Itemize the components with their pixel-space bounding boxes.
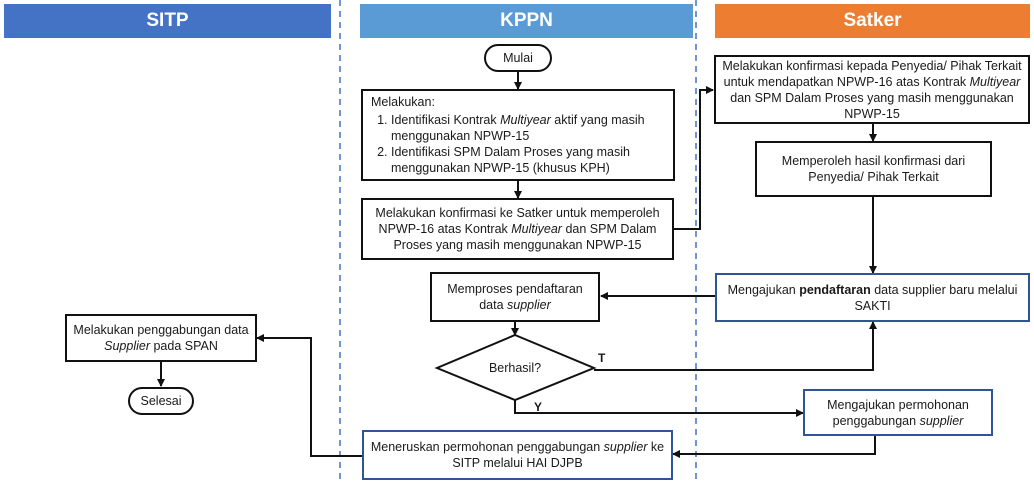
lane-header-kppn: KPPN xyxy=(360,4,693,38)
submit-registration-b: data supplier baru melalui SAKTI xyxy=(854,282,1018,313)
identify-content: Melakukan: Identifikasi Kontrak Multiyea… xyxy=(371,94,665,176)
lane-header-satker: Satker xyxy=(715,4,1030,38)
merge-data-b: pada SPAN xyxy=(150,339,218,353)
merge-data-box: Melakukan penggabungan data Supplier pad… xyxy=(65,314,257,362)
decision-berhasil-shape xyxy=(434,333,597,402)
confirm-kppn-b: dan SPM Dalam Proses yang masih mengguna… xyxy=(393,222,657,252)
identify-box: Melakukan: Identifikasi Kontrak Multiyea… xyxy=(361,89,675,181)
merge-data-em: Supplier xyxy=(104,339,150,353)
forward-a: Meneruskan permohonan penggabungan xyxy=(370,440,604,454)
confirm-satker-a: Melakukan konfirmasi kepada Penyedia/ Pi… xyxy=(722,58,1022,89)
start-node: Mulai xyxy=(484,44,552,72)
merge-request-box: Mengajukan permohonan penggabungan suppl… xyxy=(803,389,993,436)
process-supplier-text: Memproses pendaftaran data supplier xyxy=(438,281,592,313)
merge-request-a: Mengajukan permohonan penggabungan xyxy=(827,397,969,428)
end-label: Selesai xyxy=(140,394,182,408)
lane-title-kppn: KPPN xyxy=(500,10,553,31)
merge-data-a: Melakukan penggabungan data xyxy=(73,323,249,337)
edge-label-no: T xyxy=(598,351,606,365)
merge-request-em: supplier xyxy=(919,413,964,428)
lane-title-sitp: SITP xyxy=(146,10,189,31)
submit-registration-strong: pendaftaran xyxy=(799,282,871,297)
result-text: Memperoleh hasil konfirmasi dari Penyedi… xyxy=(781,154,966,184)
process-supplier-em: supplier xyxy=(507,298,551,312)
confirm-satker-em: Multiyear xyxy=(969,74,1021,89)
identify-item-2-text: Identifikasi SPM Dalam Proses yang masih… xyxy=(391,145,630,175)
merge-data-text: Melakukan penggabungan data Supplier pad… xyxy=(73,322,249,354)
confirm-satker-b: dan SPM Dalam Proses yang masih mengguna… xyxy=(730,90,1014,121)
edge-berhasil-no xyxy=(594,321,877,371)
confirm-kppn-a: Melakukan konfirmasi ke Satker untuk mem… xyxy=(375,206,660,236)
end-node: Selesai xyxy=(128,387,194,415)
forward-box: Meneruskan permohonan penggabungan suppl… xyxy=(362,430,673,480)
identify-item-1-em: Multiyear xyxy=(500,113,551,127)
edge-meneruskan-penggabungan xyxy=(256,334,362,457)
identify-list: Identifikasi Kontrak Multiyear aktif yan… xyxy=(371,112,665,176)
edge-berhasil-yes xyxy=(514,400,804,417)
edge-permohonan-meneruskan xyxy=(672,436,876,458)
decision-label: Berhasil? xyxy=(488,361,542,375)
confirm-satker-text: Melakukan konfirmasi kepada Penyedia/ Pi… xyxy=(722,58,1022,122)
process-supplier-a: Memproses pendaftaran data xyxy=(447,282,583,312)
identify-item-2: Identifikasi SPM Dalam Proses yang masih… xyxy=(391,144,665,176)
confirm-kppn-em: Multiyear xyxy=(511,222,562,236)
merge-request-text: Mengajukan permohonan penggabungan suppl… xyxy=(811,397,985,429)
identify-item-1-a: Identifikasi Kontrak xyxy=(391,113,501,127)
identify-item-1-b: aktif yang masih menggunakan NPWP-15 xyxy=(391,113,645,143)
submit-registration-box: Mengajukan pendaftaran data supplier bar… xyxy=(715,273,1030,322)
forward-text: Meneruskan permohonan penggabungan suppl… xyxy=(370,439,665,471)
identify-intro: Melakukan: xyxy=(371,95,435,109)
start-label: Mulai xyxy=(503,51,533,65)
lane-header-sitp: SITP xyxy=(4,4,331,38)
forward-em: supplier xyxy=(603,440,648,454)
edge-kppn-to-satker xyxy=(673,86,714,230)
identify-item-1: Identifikasi Kontrak Multiyear aktif yan… xyxy=(391,112,665,144)
confirm-kppn-box: Melakukan konfirmasi ke Satker untuk mem… xyxy=(361,198,674,260)
forward-b: ke SITP melalui HAI DJPB xyxy=(452,440,665,470)
lane-title-satker: Satker xyxy=(843,10,902,31)
confirm-kppn-text: Melakukan konfirmasi ke Satker untuk mem… xyxy=(369,205,666,253)
confirm-satker-box: Melakukan konfirmasi kepada Penyedia/ Pi… xyxy=(714,55,1030,124)
submit-registration-text: Mengajukan pendaftaran data supplier bar… xyxy=(723,282,1022,314)
decision-berhasil: Berhasil? xyxy=(470,357,560,379)
process-supplier-box: Memproses pendaftaran data supplier xyxy=(430,272,600,322)
submit-registration-a: Mengajukan xyxy=(727,282,800,297)
edge-label-yes: Y xyxy=(534,400,543,414)
result-box: Memperoleh hasil konfirmasi dari Penyedi… xyxy=(755,141,992,197)
